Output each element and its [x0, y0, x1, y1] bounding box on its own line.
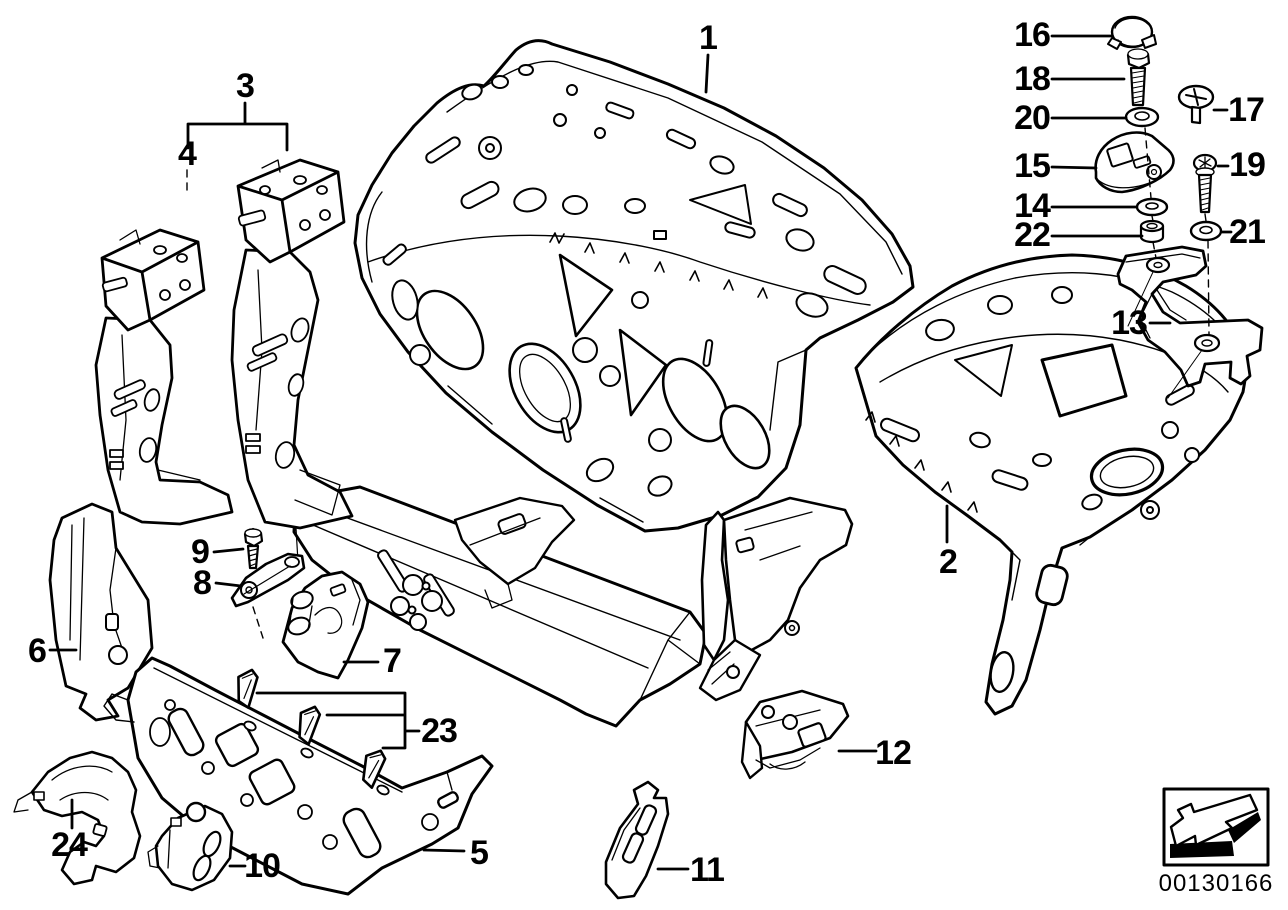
part-20-washer[interactable]: [1124, 106, 1160, 128]
part-2-parcel-shelf-panel[interactable]: [854, 253, 1249, 716]
direction-arrow-icon: [1169, 793, 1261, 858]
callout-22[interactable]: 22: [1014, 216, 1051, 254]
part-16-knob[interactable]: [1107, 15, 1157, 50]
part-8-support-arm[interactable]: [230, 552, 306, 608]
callout-16[interactable]: 16: [1014, 16, 1051, 54]
drawing-number: 00130166: [1158, 870, 1274, 897]
callout-1[interactable]: 1: [699, 19, 718, 57]
assembly-dashed-lines: [186, 127, 1210, 639]
part-support-bracket[interactable]: [698, 496, 854, 702]
callout-13[interactable]: 13: [1111, 304, 1148, 342]
callout-24[interactable]: 24: [51, 826, 88, 864]
part-23-wedge-2[interactable]: [297, 705, 322, 746]
part-13-bracket[interactable]: [1116, 245, 1264, 399]
callout-7[interactable]: 7: [383, 642, 402, 680]
callout-10[interactable]: 10: [244, 847, 281, 885]
part-11-bracket[interactable]: [604, 780, 670, 900]
part-23-wedge-1[interactable]: [236, 668, 259, 710]
callout-4[interactable]: 4: [178, 135, 197, 173]
callout-8[interactable]: 8: [193, 564, 212, 602]
part-17-screw[interactable]: [1177, 84, 1215, 125]
part-12-bracket[interactable]: [740, 689, 850, 780]
callout-6[interactable]: 6: [28, 632, 47, 670]
callout-23[interactable]: 23: [421, 712, 458, 750]
callout-15[interactable]: 15: [1014, 147, 1051, 185]
part-23-wedge-3[interactable]: [360, 748, 387, 789]
callout-17[interactable]: 17: [1228, 91, 1265, 129]
part-10-latch-bracket[interactable]: [147, 801, 234, 892]
part-18-bolt[interactable]: [1126, 48, 1151, 107]
callout-19[interactable]: 19: [1229, 146, 1266, 184]
callout-2[interactable]: 2: [939, 543, 958, 581]
callout-21[interactable]: 21: [1229, 213, 1266, 251]
part-15-plate[interactable]: [1094, 131, 1175, 194]
part-19-bolt[interactable]: [1192, 153, 1218, 214]
callout-leader-lines: [48, 34, 1233, 871]
part-4-pillar-left[interactable]: [94, 228, 234, 526]
callout-3[interactable]: 3: [236, 67, 255, 105]
part-7-bracket[interactable]: [281, 570, 370, 680]
callout-5[interactable]: 5: [470, 834, 489, 872]
callout-20[interactable]: 20: [1014, 99, 1051, 137]
part-22-nut[interactable]: [1139, 219, 1165, 244]
part-1-partition-panel[interactable]: [353, 39, 915, 533]
part-6-pillar-lower[interactable]: [48, 502, 154, 722]
direction-arrow-box: [1162, 787, 1270, 867]
part-9-bolt[interactable]: [243, 527, 264, 570]
callout-12[interactable]: 12: [875, 734, 912, 772]
part-3-pillar-right[interactable]: [230, 158, 354, 563]
callout-11[interactable]: 11: [690, 851, 725, 889]
callout-14[interactable]: 14: [1014, 187, 1051, 225]
part-21-washer[interactable]: [1189, 220, 1223, 242]
part-24-bracket[interactable]: [13, 750, 142, 886]
callout-18[interactable]: 18: [1014, 60, 1051, 98]
part-14-washer[interactable]: [1135, 197, 1169, 217]
callout-9[interactable]: 9: [191, 533, 210, 571]
